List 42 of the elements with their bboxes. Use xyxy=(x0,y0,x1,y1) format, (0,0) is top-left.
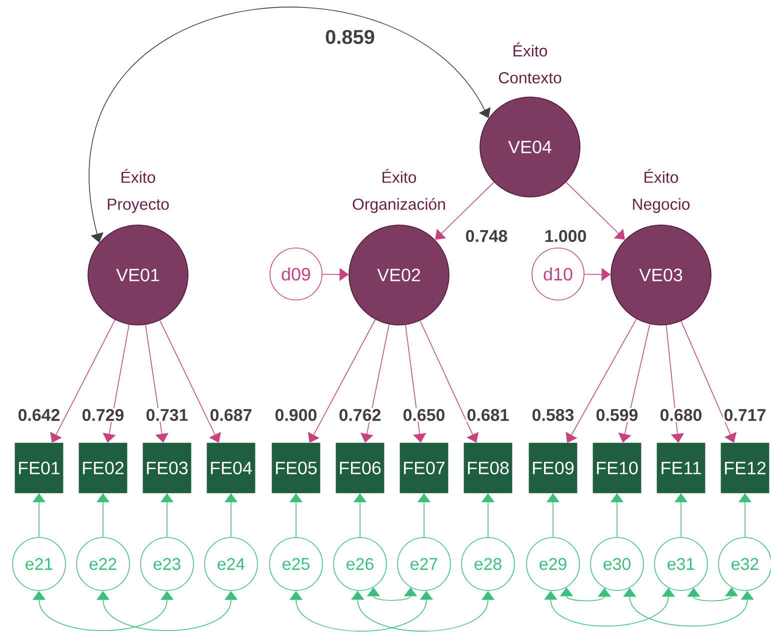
edge-label: 0.748 xyxy=(464,229,509,243)
edge-label: 0.762 xyxy=(338,408,382,422)
observed-variable-box: FE11 xyxy=(656,442,706,494)
edge-label: 0.650 xyxy=(402,408,446,422)
edge-label: 0.729 xyxy=(80,408,126,422)
edge-label: 0.731 xyxy=(144,408,190,422)
arrow xyxy=(308,319,376,443)
edge-label: 1.000 xyxy=(543,229,588,243)
arrow xyxy=(420,320,479,443)
arrow xyxy=(159,320,221,443)
edge-label: 0.642 xyxy=(16,408,62,422)
arrow xyxy=(566,182,625,240)
arrow xyxy=(145,324,168,443)
construct-title: Éxito Organización xyxy=(352,168,445,214)
observed-variable-box: FE02 xyxy=(78,442,128,494)
arrow xyxy=(435,182,494,240)
construct-title: Éxito Proyecto xyxy=(108,168,169,214)
observed-variable-box: FE09 xyxy=(528,442,578,494)
observed-variable-box: FE04 xyxy=(206,442,256,494)
observed-variable-box: FE01 xyxy=(14,442,64,494)
observed-variable-box: FE07 xyxy=(400,442,448,494)
edge-label: 0.680 xyxy=(658,408,704,422)
edge-label: 0.583 xyxy=(530,408,576,422)
construct-title: Éxito Negocio xyxy=(633,168,690,214)
edge-label: 0.859 xyxy=(324,28,376,46)
edge-label: 0.900 xyxy=(274,408,318,422)
edge-label: 0.599 xyxy=(594,408,640,422)
arrow xyxy=(680,320,736,443)
observed-variable-box: FE03 xyxy=(142,442,192,494)
observed-variable-box: FE08 xyxy=(464,442,512,494)
arrow xyxy=(566,318,637,443)
edge-label: 0.717 xyxy=(722,408,768,422)
observed-variable-box: FE06 xyxy=(336,442,384,494)
edge-label: 0.687 xyxy=(208,408,254,422)
observed-variable-box: FE12 xyxy=(720,442,770,494)
arrow xyxy=(666,324,684,443)
edge-label: 0.681 xyxy=(466,408,510,422)
observed-variable-box: FE10 xyxy=(592,442,642,494)
observed-variable-box: FE05 xyxy=(272,442,320,494)
construct-title: Éxito Contexto xyxy=(498,42,562,84)
arrow xyxy=(50,319,116,443)
arrow xyxy=(405,324,426,443)
